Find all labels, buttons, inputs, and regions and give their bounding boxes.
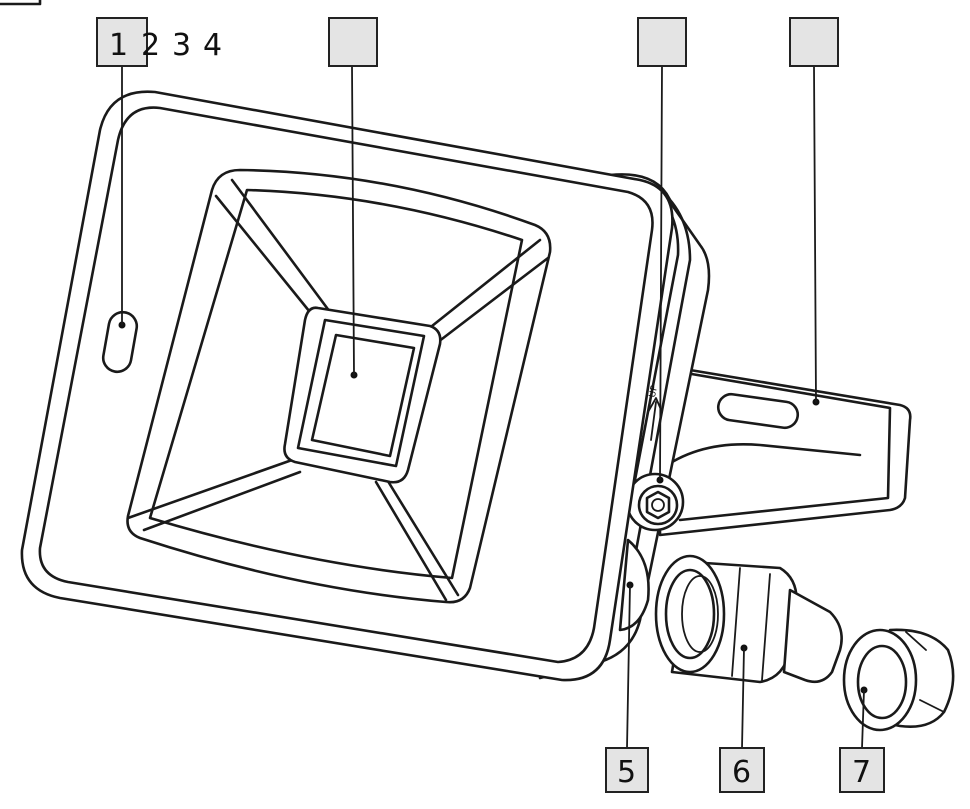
callout-6: 6 <box>719 747 765 793</box>
callout-4-box <box>789 17 839 67</box>
cable-gland <box>654 554 843 684</box>
leader-line-3 <box>659 65 663 481</box>
leader-line-4 <box>813 65 817 403</box>
reflector <box>126 168 552 604</box>
callout-3-box <box>637 17 687 67</box>
leader-lines <box>121 65 865 749</box>
callout-2-box <box>328 17 378 67</box>
seal-5 <box>618 538 650 632</box>
pivot-bolt <box>625 472 685 532</box>
callout-label-1: 1 <box>109 28 128 63</box>
leader-line-2 <box>351 65 355 376</box>
callout-label-7: 7 <box>852 755 871 790</box>
frame-slot <box>101 310 139 374</box>
callout-label-5: 5 <box>617 755 636 790</box>
callout-label-4: 4 <box>203 28 222 63</box>
leader-line-6 <box>741 647 745 749</box>
callout-1: 1 <box>96 17 148 67</box>
corner-tab <box>0 0 42 6</box>
mounting-bracket <box>658 363 912 537</box>
callout-5: 5 <box>605 747 649 793</box>
bracket-slot <box>716 392 800 430</box>
leader-line-7 <box>861 689 865 749</box>
callout-label-3: 3 <box>172 28 191 63</box>
callout-label-2: 2 <box>141 28 160 63</box>
callout-7: 7 <box>839 747 885 793</box>
up-marking: UP <box>648 384 660 398</box>
callout-label-6: 6 <box>732 755 751 790</box>
leader-line-5 <box>626 584 631 749</box>
cap-nut <box>842 628 955 732</box>
